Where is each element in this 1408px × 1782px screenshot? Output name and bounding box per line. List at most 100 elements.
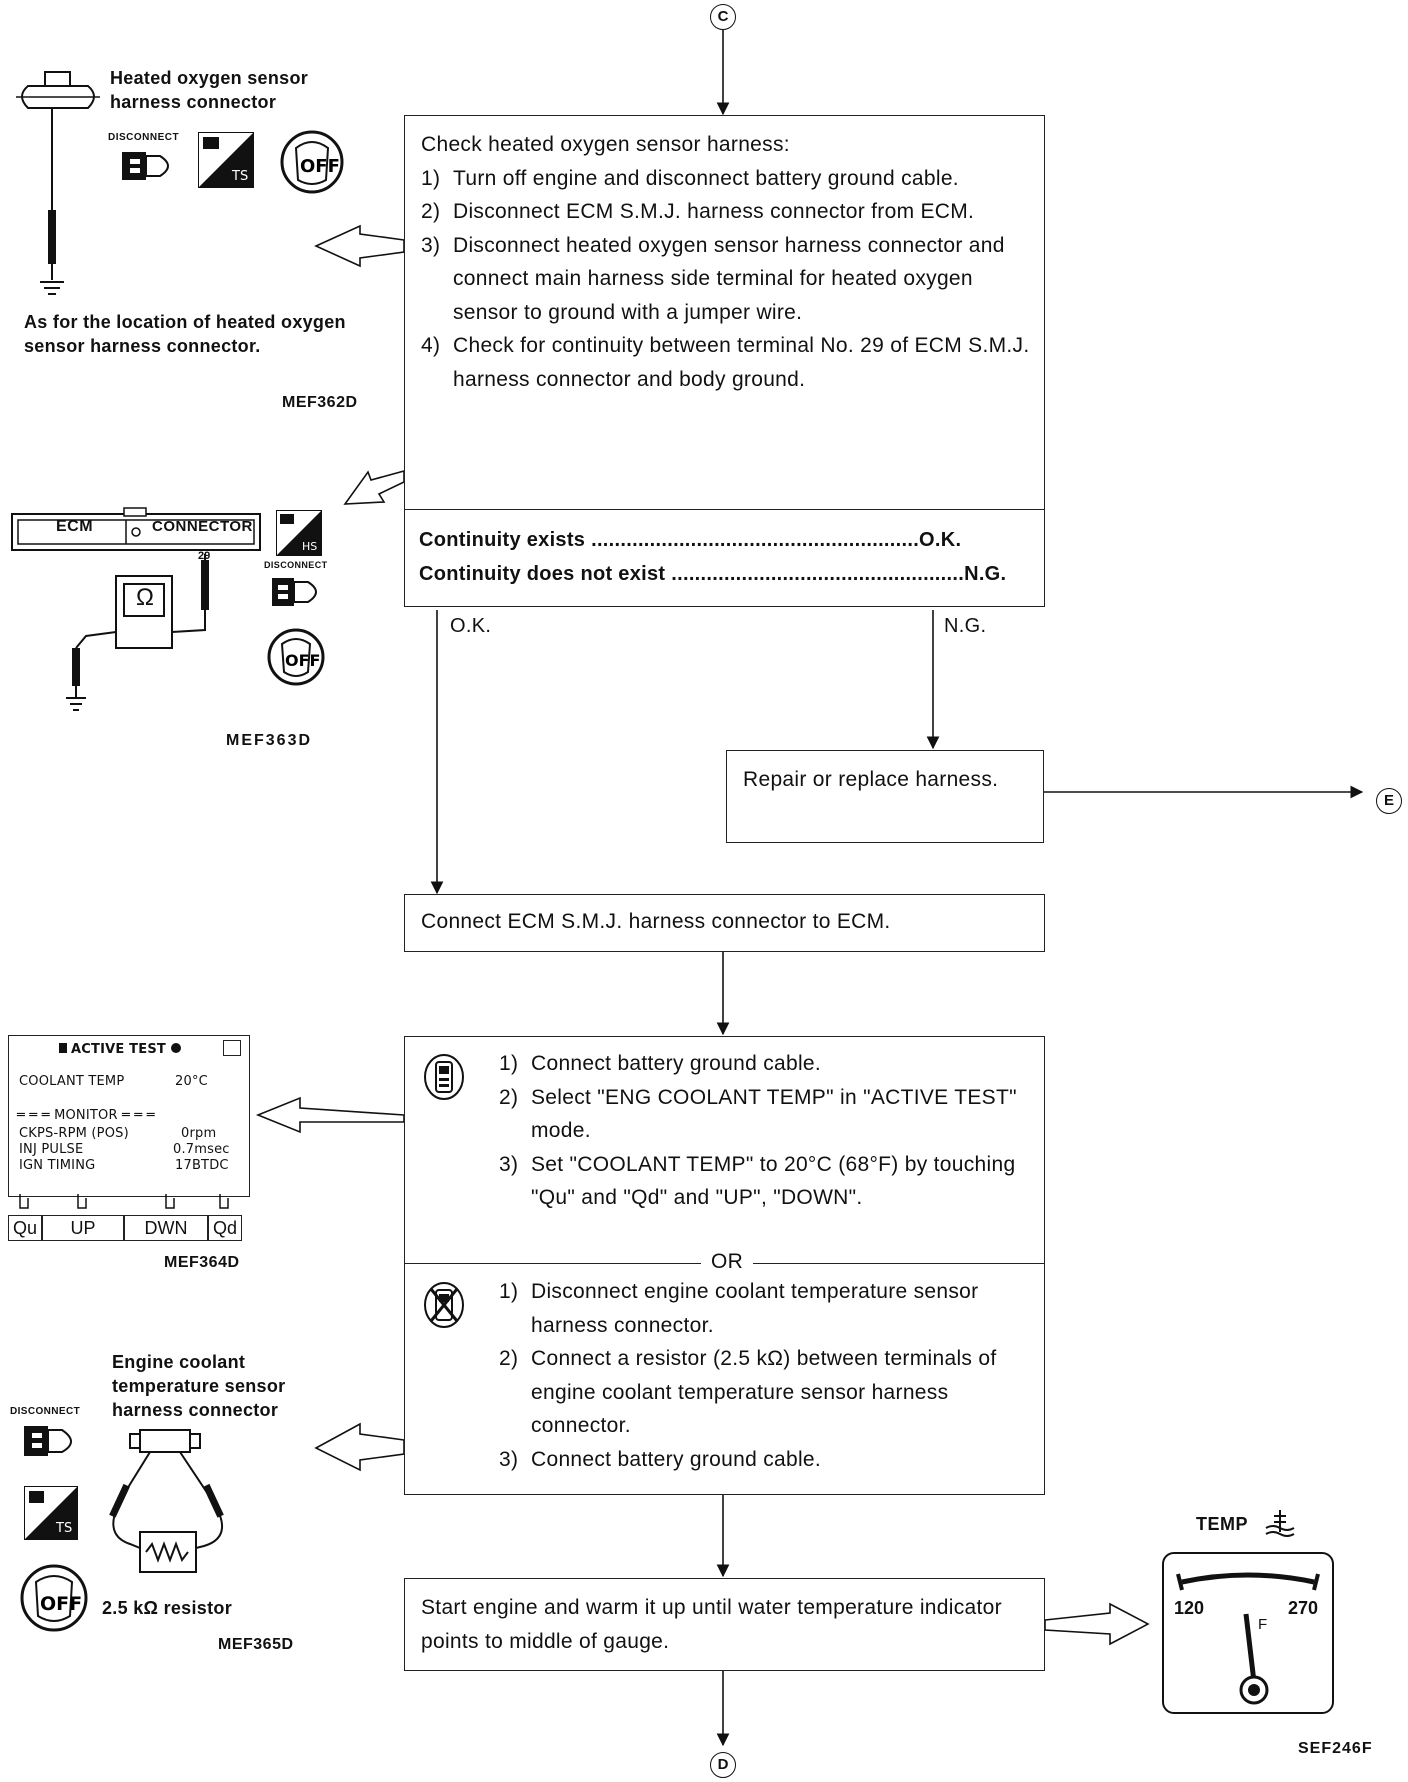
step-number: 1) bbox=[499, 1280, 519, 1303]
monitor-value: 0.7msec bbox=[173, 1142, 230, 1157]
consult-step-1: 1) Connect battery ground cable. bbox=[499, 1047, 1030, 1081]
ecm-label: ECM bbox=[56, 518, 94, 535]
oxygen-location-note: As for the location of heated oxygen sen… bbox=[24, 312, 346, 356]
touch-finger-icons bbox=[19, 1194, 229, 1209]
ohm-meter-symbol: Ω bbox=[136, 584, 154, 611]
no-consult-icon bbox=[423, 1281, 465, 1329]
warmup-box: Start engine and warm it up until water … bbox=[404, 1578, 1045, 1671]
step-text: Connect battery ground cable. bbox=[531, 1447, 822, 1471]
disconnect-icon bbox=[116, 144, 180, 193]
figure-code: MEF364D bbox=[164, 1254, 240, 1271]
disconnect-label: DISCONNECT bbox=[108, 132, 180, 143]
disconnect-icon bbox=[266, 570, 326, 619]
monitor-divider: ═ ═ ═ MONITOR ═ ═ ═ bbox=[17, 1108, 155, 1123]
ignition-off-icon: OFF bbox=[266, 628, 326, 691]
gauge-title: TEMP bbox=[1196, 1514, 1249, 1534]
step-number: 1) bbox=[421, 166, 441, 190]
repair-box: Repair or replace harness. bbox=[726, 750, 1044, 843]
figure-mef363d: ECM CONNECTOR Ω 29 HS DISCONNECT OFF MEF… bbox=[0, 500, 340, 760]
repair-text: Repair or replace harness. bbox=[743, 768, 999, 791]
step-number: 2) bbox=[499, 1347, 519, 1370]
active-test-title: ACTIVE TEST bbox=[59, 1042, 181, 1057]
disconnect-icon bbox=[18, 1418, 84, 1469]
monitor-value: 17BTDC bbox=[175, 1158, 229, 1173]
step-text: Connect a resistor (2.5 kΩ) between term… bbox=[531, 1347, 997, 1437]
hs-text: HS bbox=[302, 540, 317, 553]
consult-screen: ACTIVE TEST COOLANT TEMP 20°C ═ ═ ═ MONI… bbox=[8, 1035, 250, 1197]
result-divider bbox=[405, 509, 1044, 510]
ts-text: TS bbox=[231, 169, 248, 184]
disconnect-label: DISCONNECT bbox=[10, 1406, 81, 1417]
off-text: OFF bbox=[285, 651, 320, 670]
gauge-low-label: 120 bbox=[1174, 1598, 1205, 1618]
result-ng: Continuity does not exist ..............… bbox=[419, 562, 1007, 585]
off-text: OFF bbox=[300, 156, 340, 177]
noconsult-step-1: 1)Disconnect engine coolant temperature … bbox=[499, 1275, 1030, 1342]
temp-gauge-figure: TEMP 120 270 F SEF246F bbox=[1160, 1508, 1372, 1773]
check-step-1: 1) Turn off engine and disconnect battery… bbox=[421, 162, 1030, 196]
down-button[interactable]: DWN bbox=[124, 1215, 208, 1241]
step-number: 3) bbox=[499, 1152, 519, 1176]
title-marker bbox=[59, 1043, 67, 1053]
figure-code: MEF363D bbox=[226, 732, 313, 749]
step-number: 2) bbox=[499, 1085, 519, 1109]
step-text: Select "ENG COOLANT TEMP" in "ACTIVE TES… bbox=[531, 1085, 1017, 1143]
step-text: Check for continuity between terminal No… bbox=[453, 334, 1030, 391]
consult-step-3: 3) Set "COOLANT TEMP" to 20°C (68°F) by t… bbox=[499, 1148, 1030, 1215]
terminal-29-label: 29 bbox=[198, 550, 211, 562]
monitor-label: CKPS-RPM (POS) bbox=[19, 1126, 129, 1141]
step-text: Set "COOLANT TEMP" to 20°C (68°F) by tou… bbox=[531, 1152, 1016, 1210]
figure-code: SEF246F bbox=[1298, 1740, 1373, 1757]
monitor-value: 0rpm bbox=[181, 1126, 217, 1141]
check-harness-box: Check heated oxygen sensor harness: 1) Tu… bbox=[404, 115, 1045, 607]
step-number: 2) bbox=[421, 200, 441, 223]
monitor-label: IGN TIMING bbox=[19, 1158, 96, 1173]
screen-corner-box bbox=[223, 1040, 241, 1056]
step-text: Connect battery ground cable. bbox=[531, 1052, 822, 1075]
consult-touch-buttons: Qu UP DWN Qd bbox=[8, 1215, 250, 1241]
noconsult-step-3: 3) Connect battery ground cable. bbox=[499, 1443, 1030, 1477]
connector-ref-d: D bbox=[710, 1752, 736, 1778]
gauge-high-label: 270 bbox=[1288, 1598, 1319, 1618]
active-test-title-text: ACTIVE TEST bbox=[71, 1042, 166, 1057]
ts-icon: TS bbox=[23, 1485, 79, 1545]
step-text: Turn off engine and disconnect battery g… bbox=[453, 166, 959, 190]
or-label: OR bbox=[701, 1245, 754, 1279]
warmup-text: Start engine and warm it up until water … bbox=[421, 1596, 1002, 1653]
consult-step-2: 2) Select "ENG COOLANT TEMP" in "ACTIVE T… bbox=[499, 1081, 1030, 1148]
check-step-4: 4) Check for continuity between terminal … bbox=[421, 329, 1030, 396]
check-harness-title: Check heated oxygen sensor harness: bbox=[421, 133, 790, 156]
off-text: OFF bbox=[40, 1593, 82, 1615]
oxygen-sensor-connector-drawing bbox=[16, 71, 100, 295]
step-number: 1) bbox=[499, 1052, 519, 1075]
check-step-3: 3)Disconnect heated oxygen sensor harnes… bbox=[421, 229, 1030, 330]
coolant-temp-label: COOLANT TEMP bbox=[19, 1074, 125, 1089]
title-marker bbox=[170, 1043, 181, 1053]
step-text: Disconnect heated oxygen sensor harness … bbox=[453, 233, 1005, 324]
resistor-label: 2.5 kΩ resistor bbox=[102, 1598, 232, 1618]
resistor-harness-drawing bbox=[109, 1429, 224, 1573]
figure-mef362d: Heated oxygen sensor harness connector D… bbox=[0, 60, 380, 420]
ignition-off-icon: OFF bbox=[18, 1564, 88, 1637]
step-number: 3) bbox=[499, 1447, 519, 1471]
figure-code: MEF365D bbox=[218, 1636, 294, 1653]
up-button[interactable]: UP bbox=[42, 1215, 124, 1241]
connector-ref-e: E bbox=[1376, 788, 1402, 814]
coolant-temp-value: 20°C bbox=[175, 1074, 208, 1089]
oxygen-connector-label: Heated oxygen sensor harness connector bbox=[110, 68, 309, 112]
qu-button[interactable]: Qu bbox=[8, 1215, 42, 1241]
consult-icon bbox=[423, 1053, 465, 1101]
ignition-off-icon: OFF bbox=[278, 130, 344, 199]
qd-button[interactable]: Qd bbox=[208, 1215, 242, 1241]
gauge-unit-label: F bbox=[1258, 1616, 1268, 1633]
figure-mef365d: Engine coolant temperature sensor harnes… bbox=[0, 1350, 330, 1653]
step-number: 4) bbox=[421, 334, 441, 357]
disconnect-label: DISCONNECT bbox=[264, 560, 328, 570]
ts-text: TS bbox=[55, 1521, 72, 1536]
ecm-continuity-drawing bbox=[11, 507, 261, 711]
connector-label: CONNECTOR bbox=[152, 518, 253, 535]
check-step-2: 2)Disconnect ECM S.M.J. harness connecto… bbox=[421, 195, 1030, 229]
noconsult-step-2: 2) Connect a resistor (2.5 kΩ) between te… bbox=[499, 1342, 1030, 1443]
result-ok: Continuity exists ......................… bbox=[419, 529, 962, 551]
